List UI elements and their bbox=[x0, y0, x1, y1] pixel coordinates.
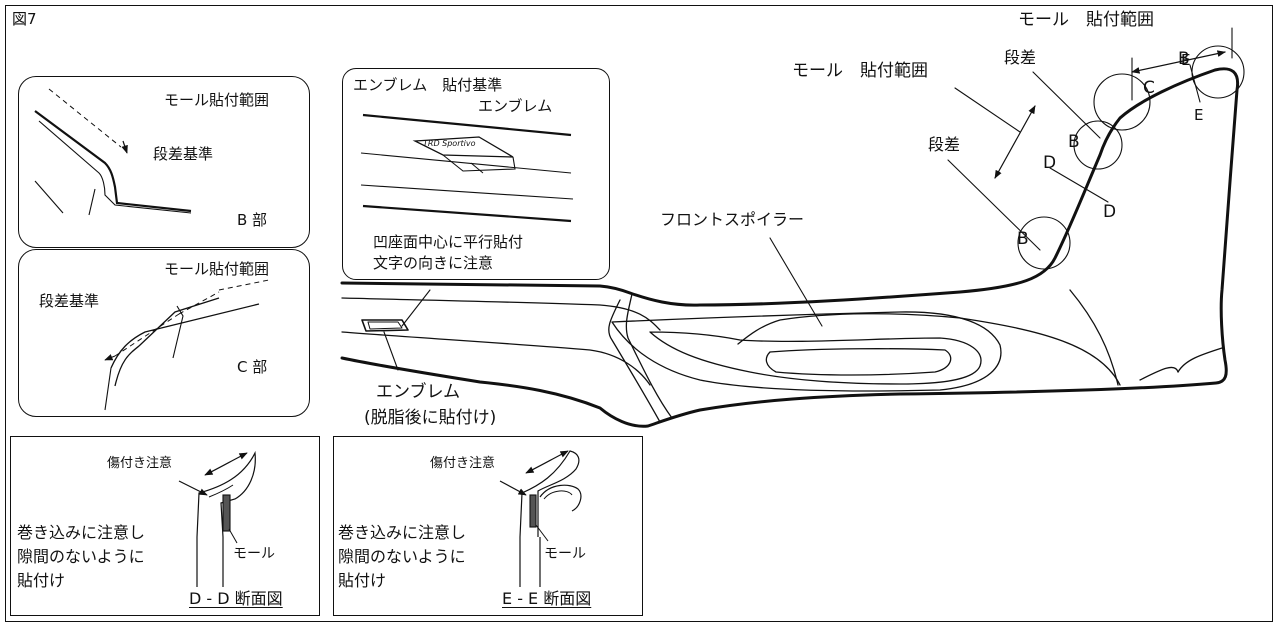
inset-b-drawing bbox=[34, 88, 192, 216]
spoiler-inner-line bbox=[1139, 366, 1179, 381]
marker-e: E bbox=[1181, 51, 1191, 69]
marker-b: B bbox=[1017, 229, 1029, 249]
dd-section-title: D - D 断面図 bbox=[189, 589, 283, 608]
detail-circle-b bbox=[1073, 120, 1123, 170]
emblem-inset-note-2: 文字の向きに注意 bbox=[373, 254, 494, 272]
inset-b-part: モール貼付範囲 段差基準 B 部 bbox=[18, 76, 310, 248]
emblem-leader bbox=[383, 331, 399, 371]
marker-b: B bbox=[1068, 132, 1080, 152]
marker-b: B bbox=[1178, 49, 1190, 69]
figure-frame bbox=[5, 5, 1273, 622]
mall-range-dimension bbox=[994, 105, 1036, 179]
spoiler-inner-line bbox=[611, 311, 1002, 392]
marker-d: D bbox=[1043, 153, 1057, 173]
emblem-inset: TRD Sportivo エンブレム 貼付基準 エンブレム 凹座面中心に平行貼付… bbox=[342, 68, 610, 280]
mall-range-leader bbox=[954, 87, 1021, 133]
ee-caution-line-2: 隙間のないように bbox=[338, 547, 466, 566]
dd-caution-line-2: 隙間のないように bbox=[17, 547, 145, 566]
inset-c-part-label: C 部 bbox=[237, 358, 268, 376]
spoiler-inner-line bbox=[737, 313, 1121, 386]
emblem-note: (脱脂後に貼付け) bbox=[364, 408, 497, 428]
ee-mall-label: モール bbox=[544, 546, 586, 562]
spoiler-inner-line bbox=[1177, 347, 1223, 373]
spoiler-inner-line bbox=[608, 299, 661, 423]
section-dd-panel: 傷付き注意 巻き込みに注意し 隙間のないように 貼付け モール D - D 断面… bbox=[10, 436, 320, 616]
ee-caution-scratch: 傷付き注意 bbox=[430, 456, 496, 471]
spoiler-inner-line bbox=[649, 331, 982, 385]
section-dd-drawing bbox=[178, 450, 256, 587]
inset-c-title: モール貼付範囲 bbox=[164, 260, 270, 278]
detail-circle-b bbox=[1017, 216, 1071, 270]
spoiler-leader bbox=[769, 237, 823, 327]
detail-circle-c bbox=[1093, 73, 1151, 131]
spoiler-outline bbox=[340, 67, 1240, 428]
emblem-recess-inner bbox=[367, 321, 403, 330]
emblem-badge-text: TRD Sportivo bbox=[423, 139, 476, 148]
emblem-inset-title: エンブレム 貼付基準 bbox=[353, 76, 503, 94]
spoiler-inner-line bbox=[625, 293, 673, 419]
mall-range-label-top: モール 貼付範囲 bbox=[1018, 10, 1154, 30]
mall-range-dimension bbox=[1131, 50, 1226, 74]
dd-mall-label: モール bbox=[233, 546, 275, 562]
section-ee-drawing bbox=[499, 450, 582, 587]
detail-circle-b bbox=[1191, 45, 1245, 99]
ee-section-title: E - E 断面図 bbox=[502, 589, 592, 608]
front-spoiler-label: フロントスポイラー bbox=[660, 210, 805, 229]
dd-caution-scratch: 傷付き注意 bbox=[107, 456, 173, 471]
emblem-inset-note-1: 凹座面中心に平行貼付 bbox=[373, 233, 524, 251]
dd-caution-line-1: 巻き込みに注意し bbox=[17, 523, 146, 542]
emblem-recess bbox=[361, 319, 409, 332]
marker-e: E bbox=[1194, 106, 1204, 124]
mall-range-label-mid: モール 貼付範囲 bbox=[792, 61, 928, 81]
inset-c-drawing bbox=[104, 279, 270, 411]
emblem-inset-subtitle: エンブレム bbox=[478, 97, 553, 115]
spoiler-inner-line bbox=[765, 348, 952, 376]
figure-label: 図7 bbox=[12, 10, 37, 28]
section-ee-panel: 傷付き注意 巻き込みに注意し 隙間のないように 貼付け モール E - E 断面… bbox=[333, 436, 643, 616]
section-line-d bbox=[1049, 167, 1109, 203]
step-label-top: 段差 bbox=[1004, 48, 1037, 67]
spoiler-inner-line bbox=[341, 331, 651, 386]
inset-b-step-ref: 段差基準 bbox=[153, 145, 214, 163]
ee-caution-line-1: 巻き込みに注意し bbox=[338, 523, 467, 542]
spoiler-inner-line bbox=[1069, 289, 1119, 386]
inset-c-step-ref: 段差基準 bbox=[39, 292, 100, 310]
emblem-inset-leader bbox=[401, 289, 431, 327]
marker-c: C bbox=[1143, 78, 1155, 98]
emblem-label: エンブレム bbox=[376, 382, 461, 402]
step-leader bbox=[947, 159, 1041, 251]
inset-c-part: モール貼付範囲 段差基準 C 部 bbox=[18, 249, 310, 417]
emblem-inset-drawing bbox=[360, 113, 574, 223]
step-label-left: 段差 bbox=[928, 135, 961, 154]
dd-caution-line-3: 貼付け bbox=[17, 571, 66, 590]
marker-d: D bbox=[1103, 202, 1117, 222]
ee-caution-line-3: 貼付け bbox=[338, 571, 387, 590]
step-leader bbox=[1032, 71, 1101, 139]
spoiler-inner-line bbox=[341, 297, 661, 331]
inset-b-title: モール貼付範囲 bbox=[164, 91, 270, 109]
inset-b-part-label: B 部 bbox=[237, 211, 268, 229]
